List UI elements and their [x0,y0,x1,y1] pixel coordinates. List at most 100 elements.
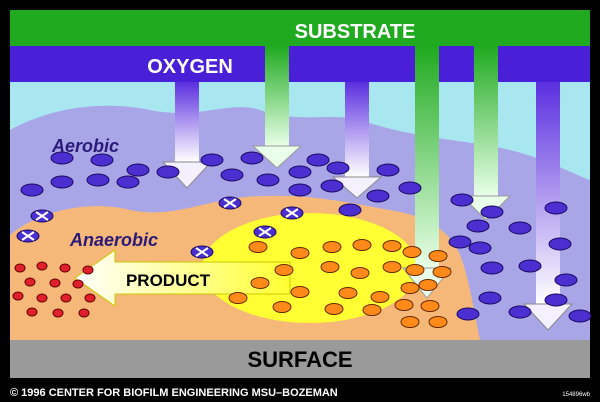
anaerobic-cell [382,240,402,252]
aerobic-cell [326,161,350,175]
figure-code: 154896wb [562,392,590,398]
anaerobic-cell [350,267,370,279]
oxygen-band-gap [439,46,474,82]
anaerobic-cell [428,316,448,328]
oxygen-band-left [10,46,265,82]
product-molecule [14,263,26,273]
surface-label: SURFACE [247,347,352,372]
anaerobic-cell [400,316,420,328]
oxygen-stem-2 [345,82,369,177]
substrate-label: SUBSTRATE [295,21,416,43]
anaerobic-cell [394,299,414,311]
aerobic-cell [288,165,312,179]
inactive-cell [30,209,54,223]
anaerobic-cell [362,304,382,316]
substrate-band [10,10,590,46]
aerobic-cell [376,163,400,177]
aerobic-cell [478,291,502,305]
aerobic-cell [456,307,480,321]
oxygen-label: OXYGEN [147,56,233,78]
anaerobic-cell [418,279,438,291]
oxygen-band-mid [289,46,415,82]
product-molecule [26,307,38,317]
footer-credit: © 1996 CENTER FOR BIOFILM ENGINEERING MS… [10,387,338,399]
aerobic-cell [200,153,224,167]
aerobic-cell [508,221,532,235]
inactive-cell [190,245,214,259]
product-molecule [78,308,90,318]
anaerobic-cell [290,247,310,259]
aerobic-cell [86,173,110,187]
anaerobic-cell [290,286,310,298]
aerobic-cell [90,153,114,167]
oxygen-arrowhead-2 [331,176,383,199]
oxygen-stem-1 [175,82,199,162]
aerobic-cell [50,151,74,165]
aerobic-cell [366,189,390,203]
product-arrow-shape [74,249,291,307]
product-molecule [36,293,48,303]
aerobic-cell [480,261,504,275]
anaerobic-cell [338,287,358,299]
aerobic-cell [50,175,74,189]
aerobic-cell [240,151,264,165]
aerobic-cell [508,305,532,319]
anaerobic-cell [320,261,340,273]
anaerobic-cell [324,303,344,315]
product-molecule [84,293,96,303]
product-molecule [36,261,48,271]
anaerobic-cell [400,282,420,294]
product-molecule [12,291,24,301]
product-molecule [72,279,84,289]
aerobic-cell [306,153,330,167]
anaerobic-cell [370,291,390,303]
substrate-stem-2 [415,46,439,268]
product-molecule [49,278,61,288]
product-molecule [60,293,72,303]
anaerobic-cell [228,292,248,304]
inactive-cell [280,206,304,220]
anaerobic-cell [248,241,268,253]
aerobic-cell [220,168,244,182]
aerobic-cell [288,183,312,197]
cells [12,151,592,328]
inactive-cell [253,225,277,239]
aerobic-cell [518,259,542,273]
product-molecule [24,277,36,287]
aerobic-cell [554,273,578,287]
aerobic-cell [468,241,492,255]
substrate-stem-1 [265,46,289,146]
substrate-stem-3 [474,46,498,196]
product-molecule [52,308,64,318]
product-label: PRODUCT [126,271,211,290]
oxygen-stem-3 [536,82,560,304]
aerobic-cell [548,237,572,251]
anaerobic-cell [432,266,452,278]
oxygen-supply [10,46,590,331]
inactive-cell [16,229,40,243]
anaerobic-cell [272,301,292,313]
product-arrow [74,249,291,307]
aerobic-cell [448,235,472,249]
aerobic-cell [466,219,490,233]
product-molecule [82,265,94,275]
anaerobic-cell [352,239,372,251]
aerobic-cell [126,163,150,177]
surface-bar [10,340,590,378]
aerobic-cell [20,183,44,197]
aerobic-cell [256,173,280,187]
product-molecule [59,263,71,273]
oxygen-band-right [498,46,590,82]
aerobic-cell [544,293,568,307]
aerobic-cell [156,165,180,179]
anaerobic-label: Anaerobic [69,230,158,250]
inactive-cell [218,196,242,210]
anaerobic-cell [420,300,440,312]
substrate-arrowhead-1 [251,145,303,169]
aerobic-cell [480,205,504,219]
anaerobic-cell [402,246,422,258]
aerobic-label: Aerobic [51,136,119,156]
anaerobic-cell [382,261,402,273]
aerobic-cell [398,181,422,195]
